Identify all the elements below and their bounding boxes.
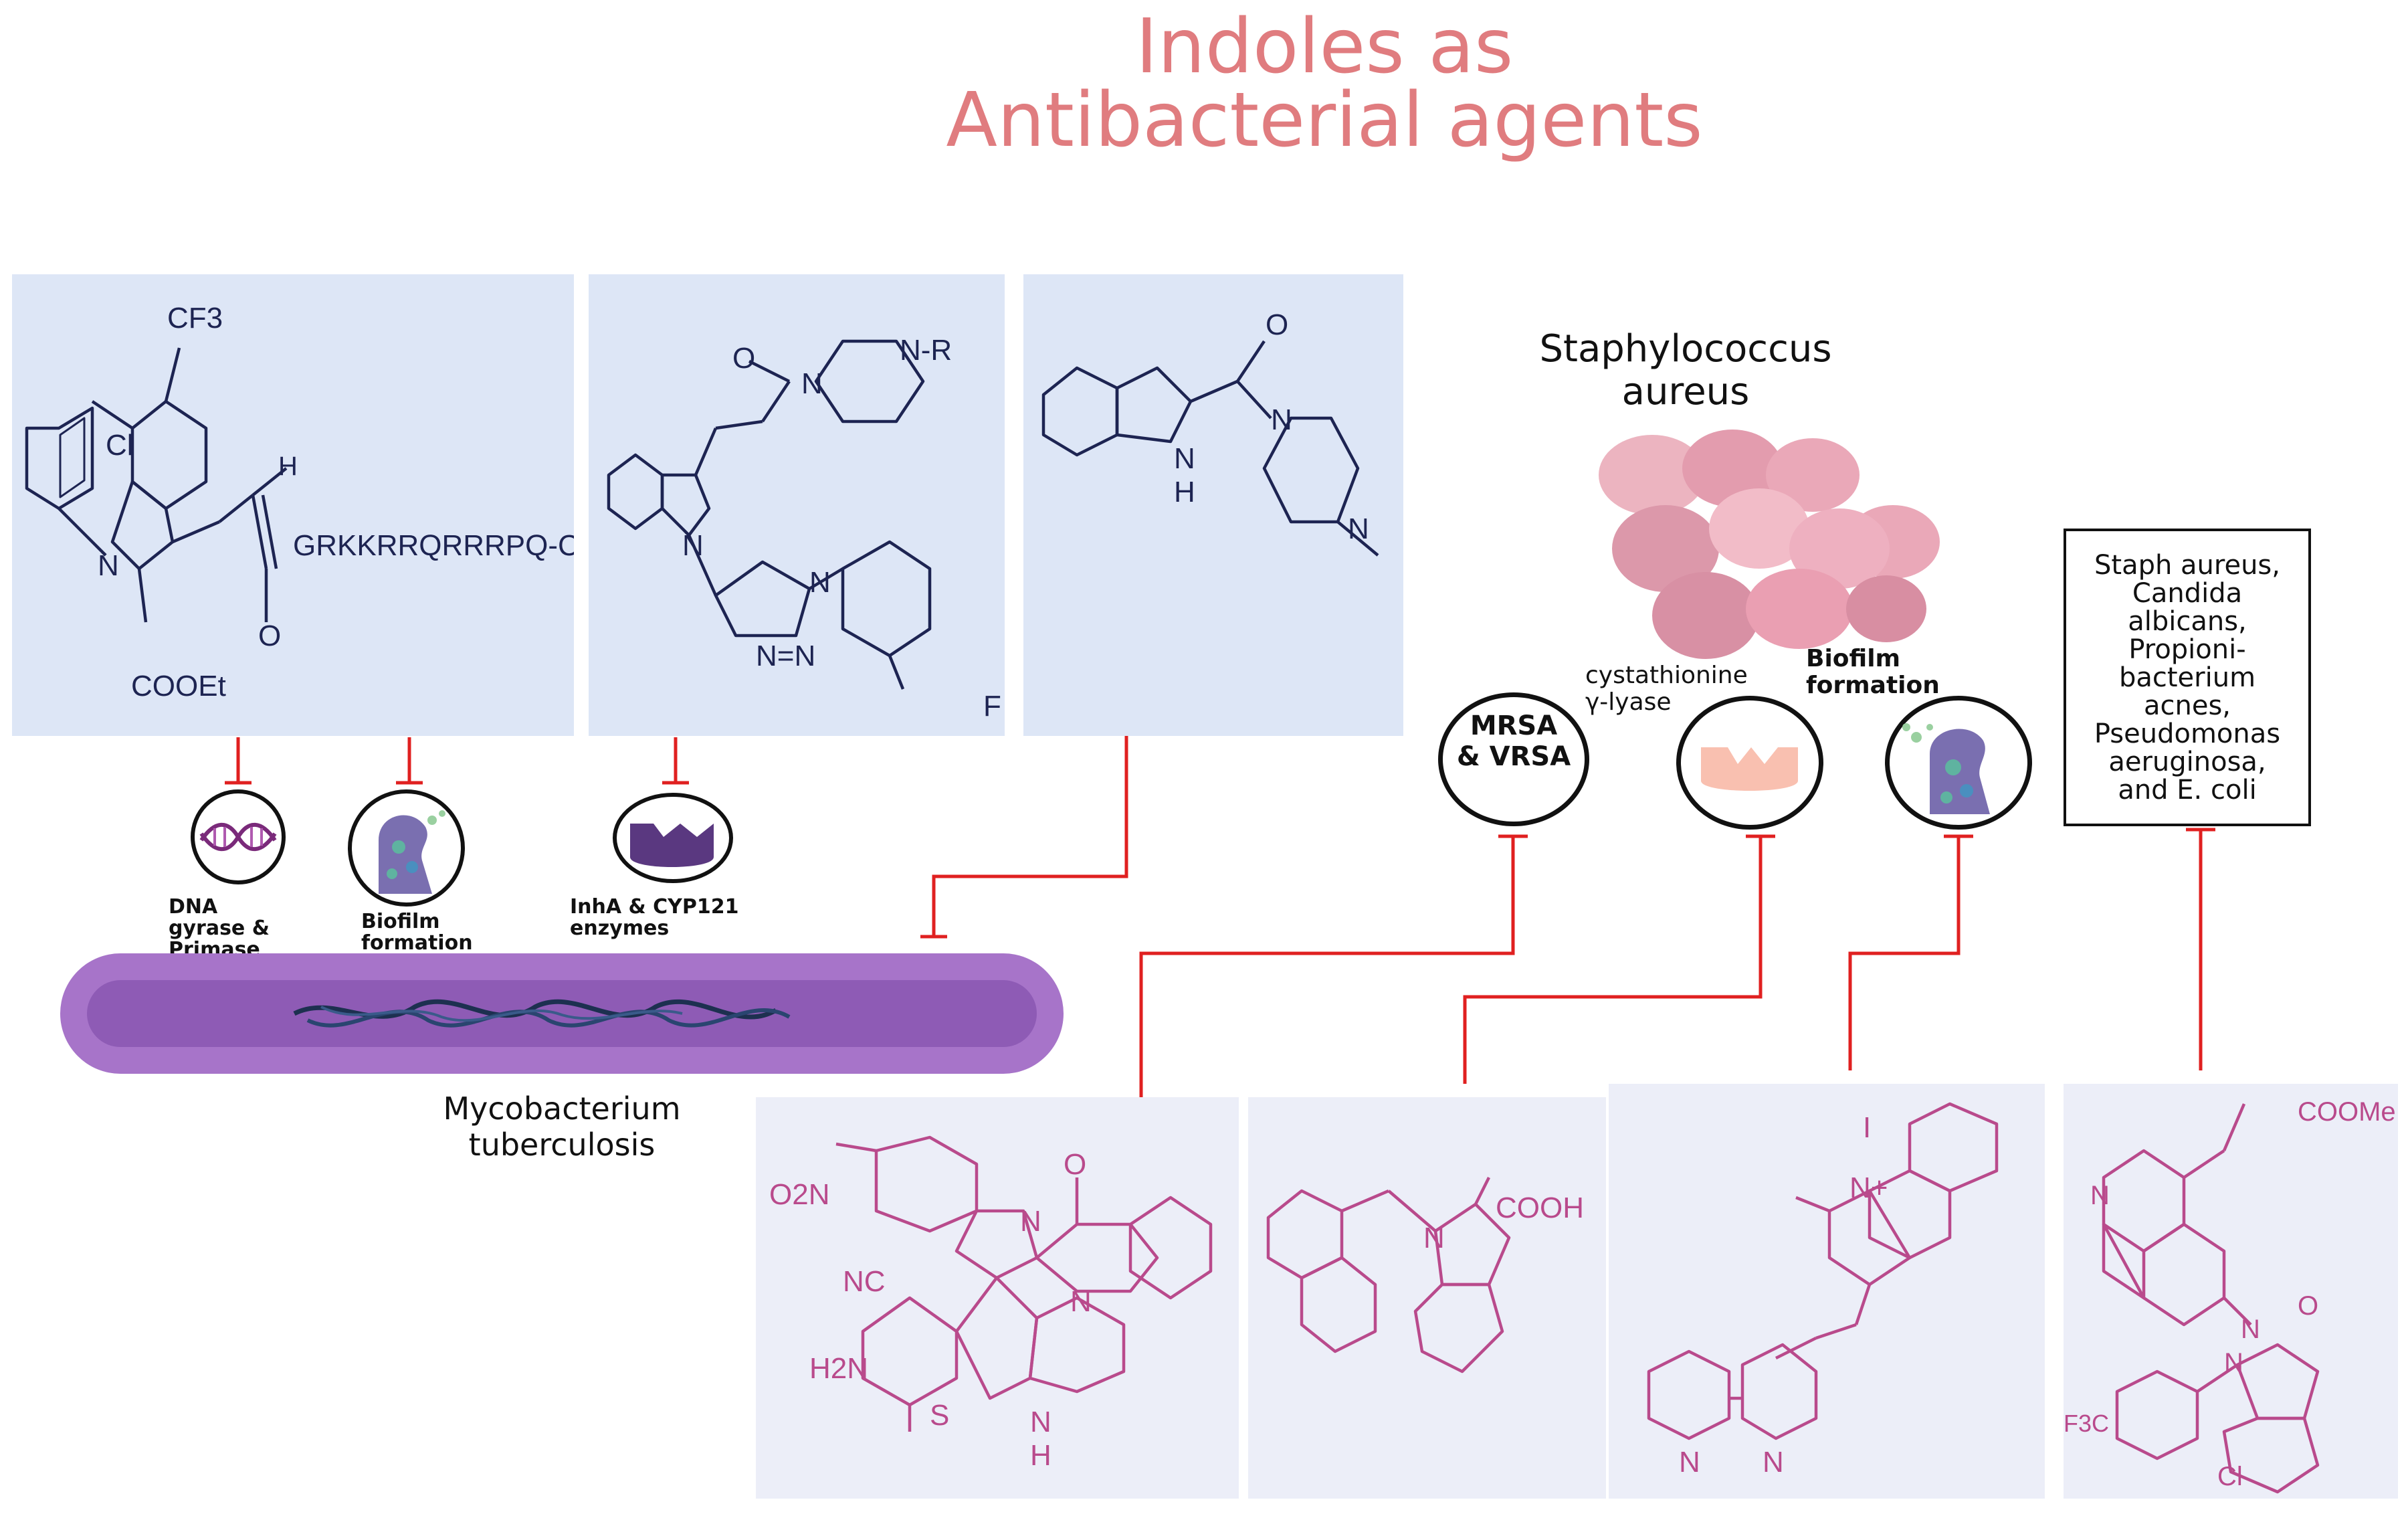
c2-nr: N-R [900,334,952,367]
cgl-label: cystathionine γ-lyase [1585,662,1748,716]
species-box: Staph aureus, Candida albicans, Propioni… [2064,529,2311,826]
c4-n-ring2: N [1070,1285,1092,1318]
c6-iodide: I [1863,1111,1871,1144]
dna-gyrase-target-icon [191,789,286,884]
c3-o: O [1266,308,1288,341]
c2-f: F [983,690,1001,723]
figure-title-line1: Indoles as [1135,3,1514,90]
staphylococcus-label: Staphylococcus aureus [1539,327,1832,413]
c1-o: O [258,620,281,652]
cgl-enzyme-icon [1701,747,1798,791]
mycobacterium-illustration [60,953,1064,1074]
inha-label: InhA & CYP121 enzymes [570,895,739,940]
biofilm-icon [379,810,445,894]
c7-cf3: F3C [2064,1410,2109,1437]
compound-7-structure: COOMe N N O N F3C Cl [2064,1097,2396,1494]
c4-s: S [930,1399,949,1432]
c3-nh: N [1174,442,1195,475]
enzyme-icon [630,824,714,867]
biofilm-mtb-target-icon [348,789,465,907]
c4-cn: NC [843,1265,886,1298]
compound-4-structure: O O2N NC H2N S N N N H [769,1135,1213,1472]
c3-n-methyl: N [1348,512,1369,545]
compound-panel-1: CF3 Cl N H GRKKRRQRRRPQ-CONH2 O COOEt [12,274,661,736]
compound-panel-7: COOMe N N O N F3C Cl [2064,1084,2398,1499]
c5-n: N [1423,1222,1445,1254]
mycobacterium-label: Mycobacterium tuberculosis [443,1091,681,1163]
c7-n1: N [2090,1181,2110,1210]
c4-nh: N [1030,1406,1051,1438]
cgl-target-icon [1676,696,1823,830]
c4-o: O [1064,1148,1086,1181]
biofilm-sa-target-icon [1885,696,2032,830]
c6-charge: N+ [1849,1171,1888,1204]
c4-h: H [1030,1439,1051,1472]
c5-acid: COOH [1496,1192,1584,1224]
c2-triazole-n1: N [809,566,831,599]
biofilm-mtb-label: Biofilm formation [361,910,473,955]
biofilm-sa-icon [1902,723,1990,814]
compound-2-structure: O N N-R N N N=N F [607,334,1001,723]
mrsa-vrsa-target: MRSA & VRSA [1438,692,1589,826]
compound-panel-6: I N+ N N [1609,1084,2045,1499]
compound-panel-2: O N N-R N N N=N F [589,274,1005,736]
c3-n-amide: N [1271,403,1292,436]
c3-h: H [1174,476,1195,508]
c2-n-indole: N [682,529,704,562]
compound-panel-4: O O2N NC H2N S N N N H [756,1097,1239,1499]
c1-ester: COOEt [131,670,226,702]
c4-no2: O2N [769,1178,829,1211]
compound-panel-5: COOH N [1248,1097,1606,1499]
c7-n3: N [2224,1348,2243,1378]
c7-o: O [2298,1291,2318,1321]
compound-panel-3: O N N N H [1023,274,1403,736]
c1-cl: Cl [106,429,134,462]
compound-6-structure: I N+ N N [1647,1102,1999,1479]
mrsa-vrsa-label: MRSA & VRSA [1456,710,1571,772]
c4-nh2: H2N [809,1352,868,1385]
c7-ester: COOMe [2298,1097,2396,1127]
c4-n-ring1: N [1020,1205,1041,1238]
compound-5-structure: COOH N [1266,1176,1584,1373]
c2-o: O [732,342,755,375]
inha-target-icon [613,793,733,883]
c2-triazole-nn: N=N [756,640,815,672]
c1-cf3: CF3 [167,302,223,335]
staphylococcus-illustration [1599,430,1940,659]
c7-n2: N [2241,1315,2260,1344]
biofilm-sa-label: Biofilm formation [1806,645,1940,699]
c1-h: H [278,452,298,481]
c6-n2: N [1763,1446,1784,1479]
figure-title-line2: Antibacterial agents [946,77,1703,164]
dna-helix-icon [199,822,277,852]
c2-n1: N [801,367,823,400]
c1-n-indole: N [98,549,119,582]
c6-n1: N [1679,1446,1700,1479]
c7-cl: Cl [2217,1462,2243,1491]
compound-3-structure: O N N N H [1041,308,1379,557]
